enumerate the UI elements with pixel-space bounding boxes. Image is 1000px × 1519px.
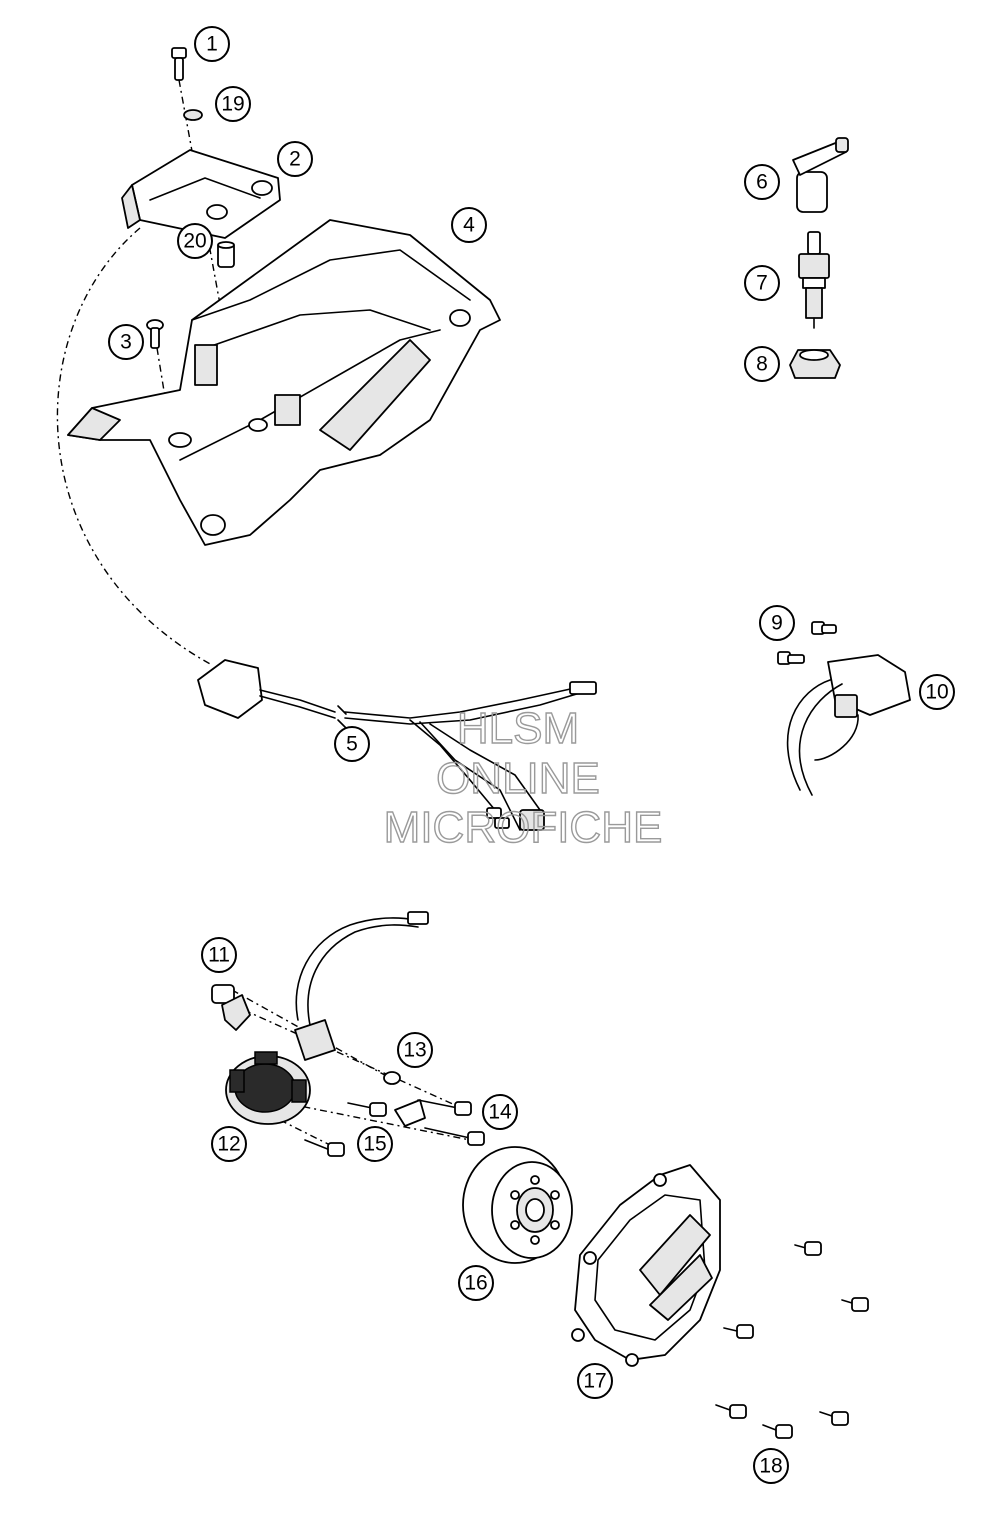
callout-label: 20 (183, 230, 206, 253)
callout-7: 7 (744, 265, 780, 301)
callout-13: 13 (397, 1032, 433, 1068)
callout-20: 20 (177, 223, 213, 259)
callout-label: 5 (346, 733, 358, 756)
part-screws-15 (304, 1102, 387, 1157)
part-screws-18 (715, 1241, 869, 1439)
watermark-line-3: MICROFICHE (384, 803, 663, 852)
callout-label: 8 (756, 353, 768, 376)
callout-9: 9 (759, 605, 795, 641)
part-spark-plug-7 (798, 231, 830, 329)
part-seal-8 (789, 349, 841, 379)
callout-1: 1 (194, 26, 230, 62)
part-spark-plug-connector-6 (792, 137, 849, 213)
callout-16: 16 (458, 1265, 494, 1301)
callout-11: 11 (201, 937, 237, 973)
watermark: HLSM ONLINE MICROFICHE (383, 703, 663, 852)
watermark-line-2: ONLINE (436, 754, 600, 803)
callout-5: 5 (334, 726, 370, 762)
control-unit-assembly (56, 47, 597, 831)
callout-label: 4 (463, 214, 475, 237)
part-cover-17 (571, 1164, 721, 1367)
callout-label: 14 (488, 1101, 512, 1124)
part-rotor-16 (462, 1146, 573, 1264)
callout-label: 15 (363, 1133, 386, 1156)
callout-10: 10 (919, 674, 955, 710)
part-holder-13 (294, 1019, 426, 1127)
callout-label: 19 (221, 93, 244, 116)
part-bolt-1 (171, 47, 187, 81)
callout-12: 12 (211, 1126, 247, 1162)
part-sleeve-11 (211, 984, 251, 1031)
callout-label: 2 (289, 148, 301, 171)
callout-8: 8 (744, 346, 780, 382)
ignition-parts (777, 137, 911, 796)
callout-6: 6 (744, 164, 780, 200)
part-bracket-4 (67, 219, 501, 546)
watermark-line-1: HLSM (457, 704, 579, 753)
callout-label: 16 (464, 1272, 487, 1295)
callout-14: 14 (482, 1094, 518, 1130)
callout-label: 17 (583, 1370, 606, 1393)
callout-19: 19 (215, 86, 251, 122)
part-ignition-coil-10 (786, 654, 911, 796)
callout-label: 9 (771, 612, 783, 635)
callout-label: 7 (756, 272, 768, 295)
part-screws-9 (777, 621, 837, 665)
callout-3: 3 (108, 324, 144, 360)
part-wiring-harness-5 (197, 659, 597, 831)
callout-label: 3 (120, 331, 132, 354)
part-washer-19 (183, 109, 203, 121)
part-screws-14 (417, 1099, 485, 1146)
part-sleeve-20 (217, 241, 235, 268)
callout-18: 18 (753, 1448, 789, 1484)
part-control-unit-2 (121, 149, 281, 239)
callout-label: 1 (206, 33, 218, 56)
callout-17: 17 (577, 1363, 613, 1399)
callout-15: 15 (357, 1126, 393, 1162)
callout-label: 6 (756, 171, 768, 194)
callout-label: 12 (217, 1133, 240, 1156)
callout-2: 2 (277, 141, 313, 177)
callout-4: 4 (451, 207, 487, 243)
callout-label: 18 (759, 1455, 782, 1478)
callout-label: 10 (925, 681, 948, 704)
callout-label: 11 (208, 944, 230, 967)
callout-label: 13 (403, 1039, 426, 1062)
part-stator-12 (225, 1051, 311, 1125)
stator-rotor-assembly (211, 911, 869, 1439)
